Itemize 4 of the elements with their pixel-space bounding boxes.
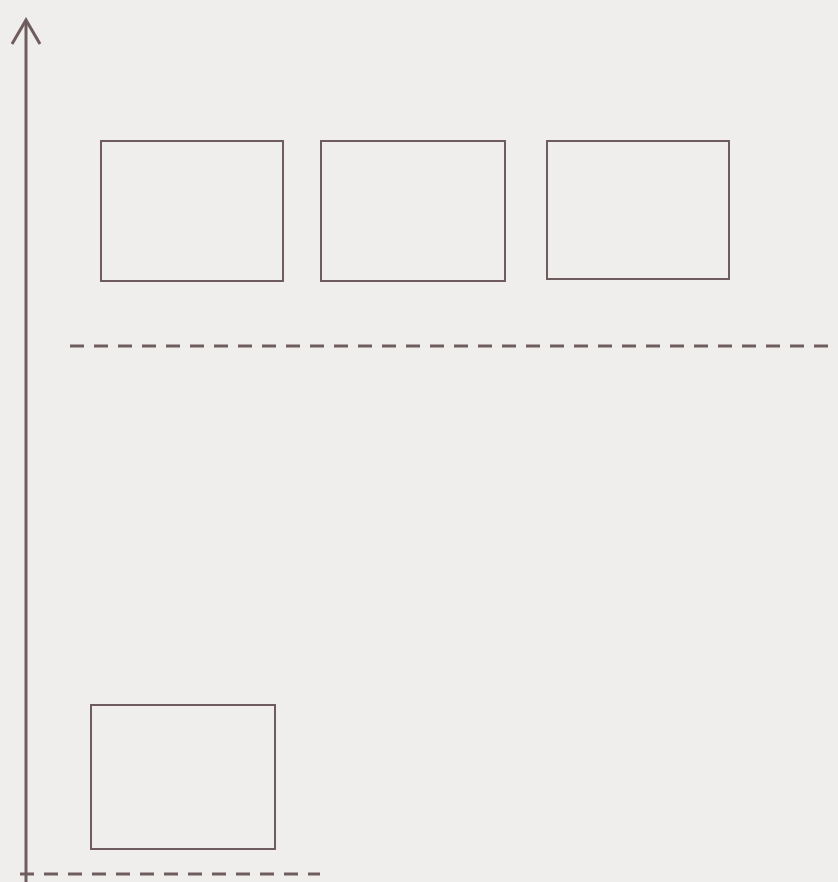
empty-box <box>546 140 730 280</box>
empty-box <box>90 704 276 850</box>
empty-box <box>100 140 284 282</box>
empty-box <box>320 140 506 282</box>
